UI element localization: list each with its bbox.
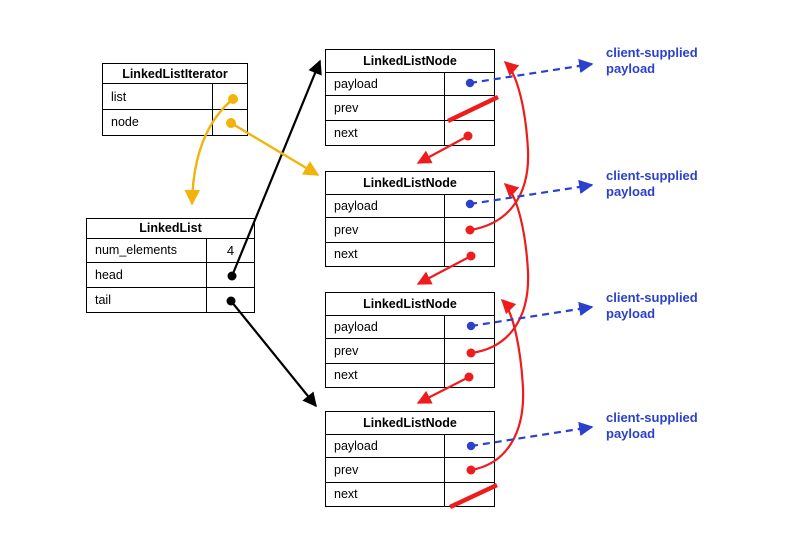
node2-prev-cell [444,218,494,242]
node1-prev-cell [444,96,494,120]
node4-next-cell [444,482,494,506]
node1-row-payload: payload [326,72,494,97]
arrow-tail-to-node4 [230,300,317,408]
num-elements-label: num_elements [95,243,177,258]
node2-title: LinkedListNode [326,172,494,195]
iterator-row-list: list [103,84,247,110]
node3-prev-label: prev [334,343,359,358]
node4-prev-label: prev [334,462,359,477]
iterator-box: LinkedListIterator list node [102,63,248,136]
node1-title: LinkedListNode [326,50,494,73]
annotation-line: client-supplied [606,45,698,60]
node3-box: LinkedListNode payload prev next [325,292,495,388]
node3-payload-cell [444,315,494,339]
num-elements-value: 4 [206,238,254,263]
node4-box: LinkedListNode payload prev next [325,411,495,507]
annotation-line: payload [606,306,656,321]
node1-prev-label: prev [334,100,359,115]
node1-payload-label: payload [334,76,378,91]
node1-next-label: next [334,125,358,140]
node3-title: LinkedListNode [326,293,494,316]
node4-row-prev: prev [326,458,494,483]
node2-row-prev: prev [326,218,494,243]
node2-prev-label: prev [334,222,359,237]
node2-row-payload: payload [326,194,494,219]
node1-box: LinkedListNode payload prev next [325,49,495,146]
node2-payload-label: payload [334,198,378,213]
node1-payload-cell [444,72,494,96]
payload-annotation-3: client-supplied payload [606,290,698,322]
iterator-node-label: node [111,115,139,130]
node4-row-payload: payload [326,434,494,459]
annotation-line: payload [606,61,656,76]
node4-row-next: next [326,482,494,506]
head-value-cell [206,263,254,287]
payload-annotation-1: client-supplied payload [606,45,698,77]
payload-annotation-2: client-supplied payload [606,168,698,200]
iterator-list-value-cell [212,84,247,109]
node3-row-prev: prev [326,339,494,364]
node4-next-label: next [334,487,358,502]
annotation-line: client-supplied [606,290,698,305]
node2-payload-cell [444,194,494,218]
node2-row-next: next [326,242,494,266]
node3-next-cell [444,363,494,387]
node1-row-prev: prev [326,96,494,121]
node2-next-cell [444,242,494,266]
node3-row-next: next [326,363,494,387]
iterator-node-value-cell [212,109,247,135]
node1-row-next: next [326,120,494,145]
annotation-line: client-supplied [606,410,698,425]
node1-next-cell [444,120,494,145]
node3-next-label: next [334,368,358,383]
annotation-line: payload [606,184,656,199]
node4-payload-cell [444,434,494,458]
linkedlist-row-num-elements: num_elements 4 [87,238,254,264]
node4-prev-cell [444,458,494,482]
linkedlist-row-tail: tail [87,287,254,313]
linkedlist-box: LinkedList num_elements 4 head tail [86,218,255,313]
node2-box: LinkedListNode payload prev next [325,171,495,267]
linkedlist-row-head: head [87,263,254,288]
iterator-list-label: list [111,89,127,104]
node4-payload-label: payload [334,438,378,453]
node3-prev-cell [444,339,494,363]
iterator-title: LinkedListIterator [103,64,247,85]
node3-row-payload: payload [326,315,494,340]
tail-value-cell [206,287,254,313]
annotation-line: payload [606,426,656,441]
linkedlist-title: LinkedList [87,219,254,239]
iterator-row-node: node [103,109,247,135]
tail-label: tail [95,292,111,307]
node2-next-label: next [334,247,358,262]
node3-payload-label: payload [334,319,378,334]
node4-title: LinkedListNode [326,412,494,435]
head-label: head [95,267,123,282]
payload-annotation-4: client-supplied payload [606,410,698,442]
annotation-line: client-supplied [606,168,698,183]
